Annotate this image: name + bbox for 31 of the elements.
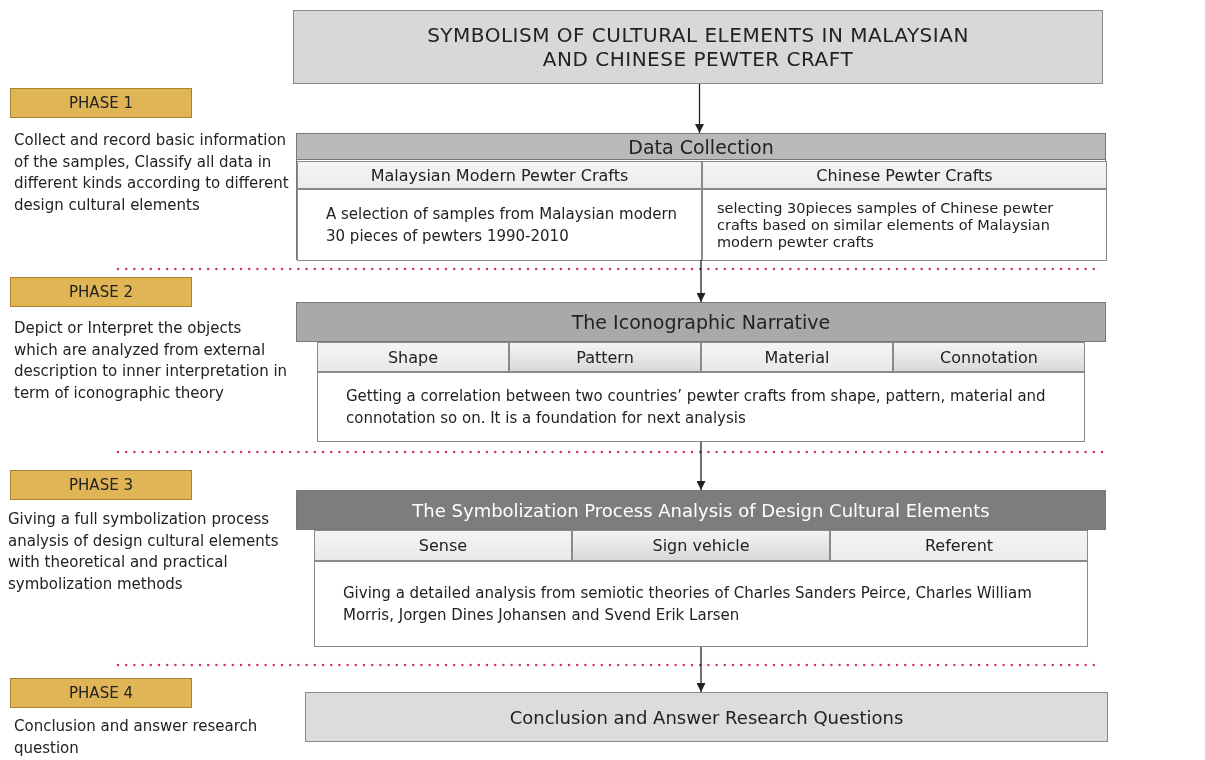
arrow	[696, 441, 706, 491]
section-header: Data Collection	[296, 133, 1106, 160]
column-header: Sense	[314, 530, 572, 561]
column-header: Connotation	[893, 342, 1085, 372]
phase-description: Conclusion and answer research question	[14, 716, 259, 759]
column-header: Referent	[830, 530, 1088, 561]
column-header: Pattern	[509, 342, 701, 372]
section-header: The Symbolization Process Analysis of Design Cultural Elements	[296, 490, 1106, 530]
description-text: Getting a correlation between two countries’ pewter crafts from shape, pattern, material and connotation so on. It is a foundation for next analysis	[317, 372, 1085, 442]
column-header: Chinese Pewter Crafts	[702, 161, 1107, 189]
column-header: Malaysian Modern Pewter Crafts	[297, 161, 702, 189]
phase-label: PHASE 4	[10, 678, 192, 708]
phase-label: PHASE 3	[10, 470, 192, 500]
arrow	[695, 83, 704, 134]
section-header: The Iconographic Narrative	[296, 302, 1106, 342]
column-header: Sign vehicle	[572, 530, 830, 561]
column-header: Material	[701, 342, 893, 372]
arrow	[696, 259, 706, 303]
description-text: Giving a detailed analysis from semiotic theories of Charles Sanders Peirce, Charles William Morris, Jorgen Dines Johansen and Svend Erik Larsen	[314, 561, 1088, 647]
table-box	[296, 133, 1106, 260]
phase-description: Depict or Interpret the objects which are analyzed from external description to inner interpretation in term of iconographic theory	[14, 318, 289, 404]
phase-label: PHASE 2	[10, 277, 192, 307]
phase-description: Giving a full symbolization process analysis of design cultural elements with theoretical and practical symbolization methods	[8, 509, 280, 595]
phase-description: Collect and record basic information of the samples, Classify all data in different kinds according to different design cultural elements	[14, 130, 289, 216]
description-text: selecting 30pieces samples of Chinese pewter crafts based on similar elements of Malaysian modern pewter crafts	[702, 189, 1107, 261]
conclusion-box: Conclusion and Answer Research Questions	[305, 692, 1108, 742]
phase-label: PHASE 1	[10, 88, 192, 118]
column-header: Shape	[317, 342, 509, 372]
title-box: SYMBOLISM OF CULTURAL ELEMENTS IN MALAYSIAN AND CHINESE PEWTER CRAFT	[293, 10, 1103, 84]
description-text: A selection of samples from Malaysian modern 30 pieces of pewters 1990-2010	[297, 189, 702, 261]
arrow	[696, 646, 706, 693]
